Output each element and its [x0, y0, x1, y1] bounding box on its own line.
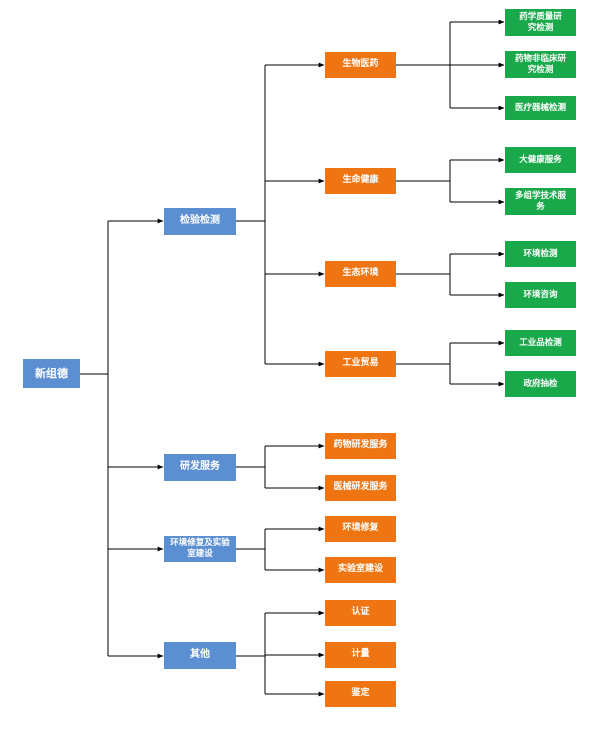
node-appraisal: 鉴定 [325, 681, 396, 707]
node-industrial-testing: 工业品检测 [505, 330, 576, 356]
node-nonclinical: 药物非临床研究检测 [505, 51, 576, 78]
node-medical-device: 医疗器械检测 [505, 96, 576, 120]
node-life-health: 生命健康 [325, 168, 396, 194]
node-big-health: 大健康服务 [505, 147, 576, 173]
node-other: 其他 [164, 642, 236, 669]
node-industry-trade: 工业贸易 [325, 351, 396, 377]
node-env-consulting: 环境咨询 [505, 282, 576, 308]
node-drug-rnd: 药物研发服务 [325, 433, 396, 459]
node-lab-construction: 实验室建设 [325, 557, 396, 583]
node-metrology: 计量 [325, 642, 396, 668]
node-inspection: 检验检测 [164, 208, 236, 235]
node-gov-sampling: 政府抽检 [505, 371, 576, 397]
node-device-rnd: 医械研发服务 [325, 475, 396, 501]
node-env-testing: 环境检测 [505, 241, 576, 267]
node-root: 新组德 [23, 359, 80, 388]
node-ecology: 生态环境 [325, 261, 396, 287]
node-rnd-services: 研发服务 [164, 454, 236, 481]
node-env-lab: 环境修复及实验室建设 [164, 536, 236, 562]
node-biomedicine: 生物医药 [325, 52, 396, 78]
node-env-repair: 环境修复 [325, 516, 396, 542]
node-certification: 认证 [325, 600, 396, 626]
node-pharma-quality: 药学质量研究检测 [505, 9, 576, 36]
node-multiomics: 多组学技术服务 [505, 188, 576, 215]
